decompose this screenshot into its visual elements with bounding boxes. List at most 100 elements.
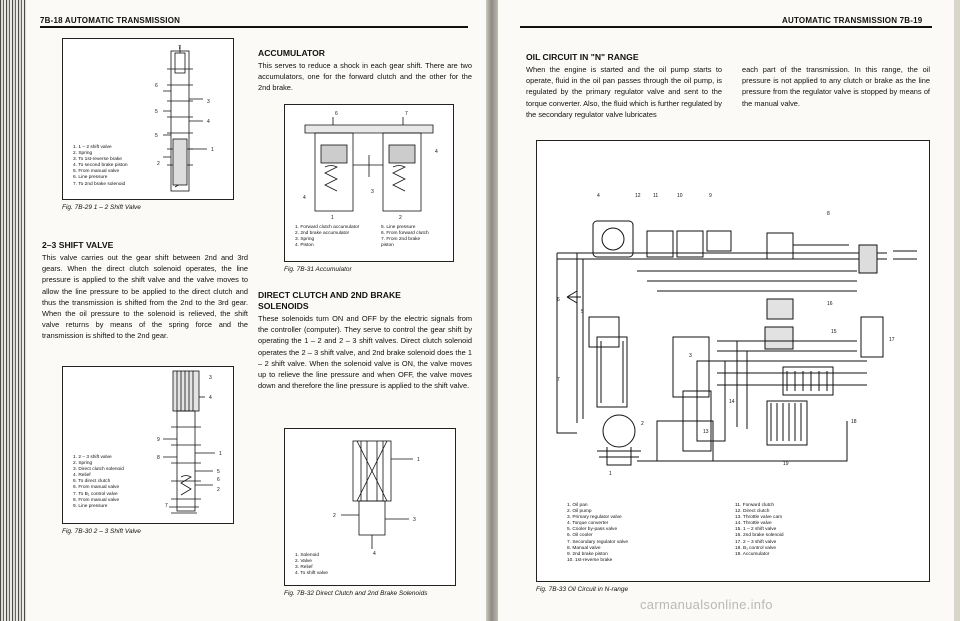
fig-32-caption: Fig. 7B-32 Direct Clutch and 2nd Brake S… [284, 590, 428, 597]
callout-number: 6 [335, 111, 338, 117]
section-body-oil-circuit-col1: When the engine is started and the oil p… [526, 65, 722, 119]
callout-number: 2 [217, 487, 220, 493]
legend-item: 6. Line pressure [73, 175, 108, 181]
section-body-direct-clutch: These solenoids turn ON and OFF by the e… [258, 314, 472, 391]
fig-32-frame: 1 2 3 4 1. Solenoid 2. Valve 3. Relief 4… [284, 428, 456, 586]
legend-item: 3. Primary regulator valve [567, 515, 622, 521]
legend-item: 5. Cooler by-pass valve [567, 527, 618, 533]
callout-number: 2 [333, 513, 336, 519]
legend-item: 10. 1st-reverse brake [567, 557, 613, 563]
legend-item: 2. Spring [73, 151, 93, 157]
callout-number: 3 [371, 189, 374, 195]
fig-31-diagram: 6 7 4 3 4 1 2 [303, 111, 438, 221]
legend-item: 1. Forward clutch accumulator [295, 225, 360, 230]
legend-item: 8. From manual valve [73, 497, 120, 503]
legend-item: 1. Oil pan [567, 503, 588, 508]
legend-item: 4. Relief [73, 473, 91, 479]
section-body-accumulator: This serves to reduce a shock in each ge… [258, 61, 472, 93]
callout-number: 7 [165, 503, 168, 509]
callout-number: 4 [209, 395, 212, 401]
section-title-line: DIRECT CLUTCH AND 2ND BRAKE [258, 290, 401, 300]
legend-item: 2. Spring [73, 461, 93, 467]
fig-29-caption: Fig. 7B-29 1 – 2 Shift Valve [62, 204, 141, 211]
legend-item: 2. 2nd brake accumulator [295, 231, 350, 237]
legend-item: 5. To direct clutch [73, 479, 111, 485]
legend-item: 19. Accumulator [735, 551, 770, 557]
callout-number: 5 [155, 133, 158, 139]
right-page-edge [954, 0, 960, 621]
legend-item [735, 558, 897, 564]
callout-number: 3 [689, 353, 692, 359]
left-page-header: 7B-18 AUTOMATIC TRANSMISSION [40, 16, 181, 25]
legend-item: 4. Torque converter [567, 521, 609, 527]
page-gutter [486, 0, 498, 621]
legend-item: 18. B₁ control valve [735, 545, 777, 551]
callout-number: 6 [155, 83, 158, 89]
fig-33-caption: Fig. 7B-33 Oil Circuit in N-range [536, 586, 629, 593]
legend-item: piston [381, 243, 394, 249]
legend-item: 7. To 2nd brake solenoid [73, 181, 126, 187]
callout-number: 19 [783, 461, 789, 467]
callout-number: 7 [178, 45, 181, 51]
legend-item: 5. From manual valve [73, 169, 120, 175]
legend-item: 1. Solenoid [295, 553, 320, 558]
legend-item: 14. Throttle valve [735, 521, 772, 527]
fig-29-frame: 7 6 3 5 4 5 1 2 1. 1 – 2 shift valve 2. … [62, 38, 234, 200]
legend-item: 4. To second brake piston [73, 163, 128, 169]
legend-item: 7. To B₁ control valve [73, 491, 118, 497]
callout-number: 1 [211, 147, 214, 153]
fig-31-legend-right: 5. Line pressure 6. From forward clutch … [381, 225, 429, 249]
callout-number: 11 [653, 193, 658, 199]
fig-33-legend: 1. Oil pan 11. Forward clutch 2. Oil pum… [567, 503, 897, 564]
fig-31-caption: Fig. 7B-31 Accumulator [284, 266, 352, 273]
section-title-oil-circuit: OIL CIRCUIT IN "N" RANGE [526, 52, 639, 62]
legend-item: 6. From forward clutch [381, 231, 429, 237]
fig-29-callout-numbers: 7 6 3 5 4 5 1 2 [155, 45, 214, 167]
callout-number: 3 [413, 517, 416, 523]
callout-number: 18 [851, 419, 857, 425]
callout-number: 16 [827, 301, 833, 307]
section-title-direct-clutch: DIRECT CLUTCH AND 2ND BRAKE SOLENOIDS [258, 290, 401, 311]
callout-number: 1 [609, 471, 612, 477]
callout-number: 3 [207, 99, 210, 105]
fig-30-frame: 3 4 9 1 8 5 6 2 7 1. 2 – 3 shift valve 2… [62, 366, 234, 524]
fig-31-callout-numbers: 6 7 4 3 4 1 2 [303, 111, 438, 221]
callout-number: 4 [303, 195, 306, 201]
legend-item: 9. Line pressure [73, 503, 108, 509]
section-body-oil-circuit-col2: each part of the transmission. In this r… [742, 65, 930, 108]
callout-number: 2 [157, 161, 160, 167]
fig-33-callout-numbers: 4 12 11 10 9 8 6 5 16 15 17 3 7 14 13 2 … [557, 193, 895, 477]
legend-item: 11. Forward clutch [735, 503, 775, 508]
fig-31-legend-left: 1. Forward clutch accumulator 2. 2nd bra… [295, 225, 359, 249]
fig-32-callout-numbers: 1 2 3 4 [333, 457, 420, 557]
section-title-2-3-shift-valve: 2–3 SHIFT VALVE [42, 240, 114, 250]
watermark: carmanualsonline.info [640, 597, 773, 612]
left-header-rule [40, 26, 468, 28]
right-page-header: AUTOMATIC TRANSMISSION 7B-19 [782, 16, 923, 25]
callout-number: 5 [217, 469, 220, 475]
legend-item: 16. 2nd brake solenoid [735, 533, 784, 539]
legend-item: 7. Secondary regulator valve [567, 539, 629, 545]
legend-item: 13. Throttle valve cam [735, 515, 783, 521]
callout-number: 4 [597, 193, 600, 199]
fig-30-callout-numbers: 3 4 9 1 8 5 6 2 7 [157, 375, 222, 509]
legend-item: 1. 1 – 2 shift valve [73, 145, 112, 150]
callout-number: 7 [405, 111, 408, 117]
callout-number: 8 [827, 211, 830, 217]
fig-30-diagram: 3 4 9 1 8 5 6 2 7 [157, 370, 222, 514]
legend-item: 6. Oil cooler [567, 533, 593, 539]
callout-number: 12 [635, 193, 641, 199]
section-title-accumulator: ACCUMULATOR [258, 48, 325, 58]
legend-item: 8. Manual valve [567, 545, 601, 551]
legend-item: 3. Spring [295, 237, 315, 243]
fig-31-frame: 6 7 4 3 4 1 2 1. Forward clutch accumula… [284, 104, 454, 262]
callout-number: 13 [703, 429, 709, 435]
fig-29-legend: 1. 1 – 2 shift valve 2. Spring 3. To 1st… [73, 145, 128, 188]
callout-number: 8 [157, 455, 160, 461]
legend-item: 3. To 1st-reverse brake [73, 157, 122, 163]
callout-number: 3 [209, 375, 212, 381]
fig-32-diagram: 1 2 3 4 [333, 440, 420, 557]
callout-number: 7 [557, 377, 560, 383]
callout-number: 10 [677, 193, 683, 199]
callout-number: 5 [581, 309, 584, 315]
